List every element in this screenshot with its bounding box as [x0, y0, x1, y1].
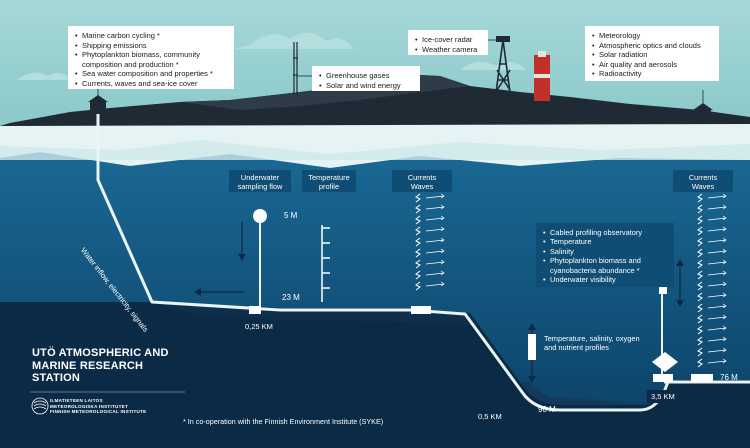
- wave-glyph: [697, 259, 703, 269]
- wave-glyph: [697, 226, 703, 236]
- underwater-sampling-label: Underwater sampling flow: [229, 170, 291, 192]
- profiling-item: Phytoplankton biomass and cyanobacteria …: [543, 256, 667, 275]
- current-arrow: [707, 347, 727, 353]
- current-arrow: [425, 281, 445, 287]
- profiling-item: Salinity: [543, 247, 667, 257]
- marine-item: Phytoplankton biomass, community composi…: [75, 50, 227, 69]
- marine-item: Currents, waves and sea-ice cover: [75, 79, 227, 89]
- depth-76m: 76 M: [720, 373, 738, 382]
- depth-90m: 90 M: [538, 405, 556, 414]
- current-arrow: [425, 259, 445, 265]
- icecover-info-box: Ice-cover radar Weather camera: [408, 30, 488, 55]
- wave-glyph: [697, 237, 703, 247]
- meteo-item: Radioactivity: [592, 69, 712, 79]
- current-arrow: [425, 226, 445, 232]
- wave-glyph: [697, 281, 703, 291]
- tsonp-label: Temperature, salinity, oxygen and nutrie…: [538, 330, 646, 356]
- wave-glyph: [415, 281, 421, 291]
- greenhouse-info-box: Greenhouse gases Solar and wind energy: [312, 66, 420, 91]
- wave-glyph: [697, 215, 703, 225]
- current-arrow: [707, 259, 727, 265]
- meteo-item: Solar radiation: [592, 50, 712, 60]
- wave-glyph: [415, 270, 421, 280]
- fmi-logo-text: ILMATIETEEN LAITOS METEOROLOGISKA INSTIT…: [50, 398, 146, 415]
- logo-line-1: ILMATIETEEN LAITOS: [50, 398, 103, 403]
- current-arrow: [707, 215, 727, 221]
- wave-glyph: [697, 248, 703, 258]
- distance-05km: 0,5 KM: [474, 410, 506, 423]
- current-arrow: [707, 292, 727, 298]
- wave-glyph: [697, 325, 703, 335]
- greenhouse-item: Greenhouse gases: [319, 71, 413, 81]
- wave-glyph: [697, 314, 703, 324]
- current-arrow: [707, 303, 727, 309]
- current-arrow: [707, 226, 727, 232]
- wave-glyph: [415, 215, 421, 225]
- current-arrow: [707, 358, 727, 364]
- wave-glyph: [415, 204, 421, 214]
- wave-glyph: [415, 259, 421, 269]
- footnote: * In co-operation with the Finnish Envir…: [183, 417, 384, 426]
- depth-23m: 23 M: [282, 293, 300, 302]
- currents-waves-column-2: [697, 193, 727, 368]
- current-arrow: [425, 193, 445, 199]
- current-arrow: [707, 325, 727, 331]
- fmi-logo-icon: [31, 397, 49, 415]
- logo-line-3: FINNISH METEOROLOGICAL INSTITUTE: [50, 409, 147, 415]
- current-arrow: [707, 270, 727, 276]
- wave-glyph: [697, 270, 703, 280]
- wave-glyph: [697, 292, 703, 302]
- wave-glyph: [415, 248, 421, 258]
- currents-waves-label-2: Currents Waves: [673, 170, 733, 192]
- wave-glyph: [415, 237, 421, 247]
- current-arrow: [425, 270, 445, 276]
- icecover-item: Weather camera: [415, 45, 481, 55]
- marine-info-box: Marine carbon cycling * Shipping emissio…: [68, 26, 234, 89]
- current-arrow: [425, 215, 445, 221]
- currents-waves-column-1: [415, 193, 445, 291]
- marine-item: Shipping emissions: [75, 41, 227, 51]
- current-arrow: [425, 204, 445, 210]
- wave-glyph: [697, 204, 703, 214]
- wave-glyph: [697, 193, 703, 203]
- clouds: [16, 32, 526, 80]
- icecover-item: Ice-cover radar: [415, 35, 481, 45]
- current-arrow: [707, 336, 727, 342]
- currents-waves-label-1: Currents Waves: [392, 170, 452, 192]
- current-arrow: [707, 281, 727, 287]
- profiling-item: Temperature: [543, 237, 667, 247]
- wave-glyph: [697, 347, 703, 357]
- current-arrow: [707, 314, 727, 320]
- distance-35km: 3,5 KM: [647, 390, 679, 403]
- wave-glyph: [697, 336, 703, 346]
- marine-item: Marine carbon cycling *: [75, 31, 227, 41]
- greenhouse-item: Solar and wind energy: [319, 81, 413, 91]
- page-title: UTÖ ATMOSPHERIC AND MARINE RESEARCH STAT…: [32, 347, 169, 384]
- current-arrow: [425, 248, 445, 254]
- island: [0, 74, 750, 126]
- wave-glyph: [697, 358, 703, 368]
- current-arrow: [707, 193, 727, 199]
- meteo-info-box: Meteorology Atmospheric optics and cloud…: [585, 26, 719, 81]
- current-arrow: [707, 204, 727, 210]
- wave-glyph: [415, 226, 421, 236]
- profiling-item: Cabled profiling observatory: [543, 228, 667, 238]
- meteo-item: Meteorology: [592, 31, 712, 41]
- distance-025km: 0,25 KM: [241, 320, 277, 333]
- profiling-item: Underwater visibility: [543, 275, 667, 285]
- profiling-info-box: Cabled profiling observatory Temperature…: [536, 223, 674, 287]
- current-arrow: [425, 237, 445, 243]
- logo-line-2: METEOROLOGISKA INSTITUTET: [50, 403, 129, 409]
- depth-5m: 5 M: [284, 211, 298, 220]
- meteo-item: Atmospheric optics and clouds: [592, 41, 712, 51]
- wave-glyph: [697, 303, 703, 313]
- wave-glyph: [415, 193, 421, 203]
- current-arrow: [707, 248, 727, 254]
- meteo-item: Air quality and aerosols: [592, 60, 712, 70]
- marine-item: Sea water composition and properties *: [75, 69, 227, 79]
- temperature-profile-label: Temperature profile: [302, 170, 356, 192]
- current-arrow: [707, 237, 727, 243]
